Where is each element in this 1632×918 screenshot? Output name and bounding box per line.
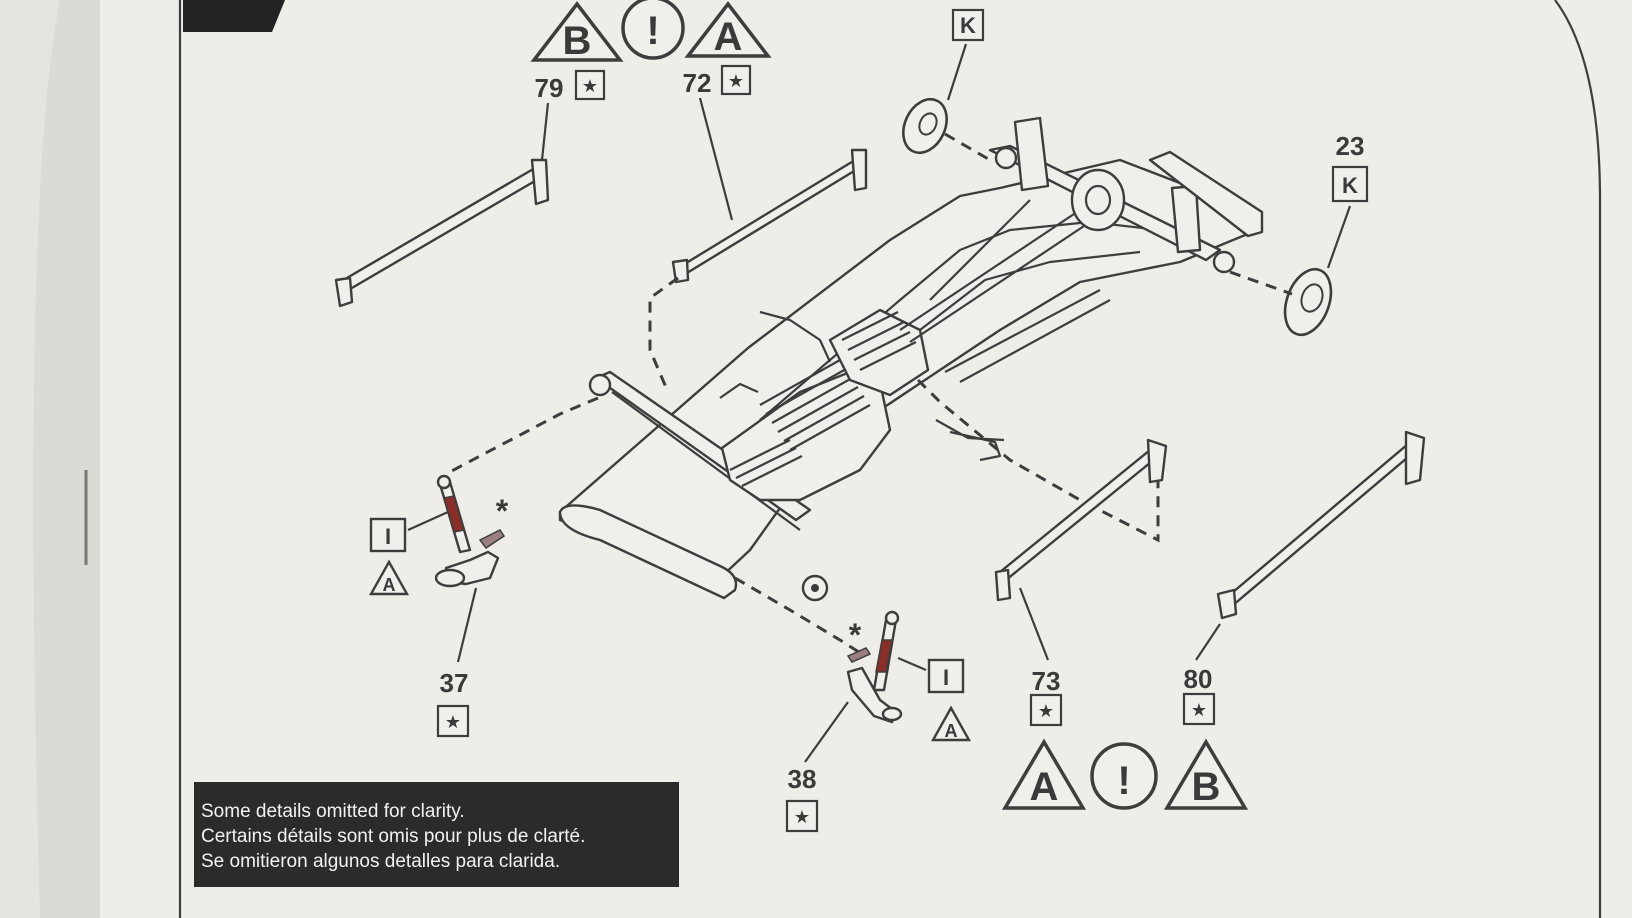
callout-23: 23 xyxy=(1336,131,1365,161)
leader-line xyxy=(1195,623,1221,661)
svg-text:★: ★ xyxy=(1038,701,1054,721)
svg-text:K: K xyxy=(960,13,976,38)
star-box-icon: ★ xyxy=(574,69,606,101)
callout-79: 79 xyxy=(535,73,564,103)
assembly-guide-line xyxy=(944,132,991,162)
asterisk-mark: * xyxy=(496,493,509,529)
svg-text:!: ! xyxy=(1117,759,1130,803)
callout-38: 38 xyxy=(788,764,817,794)
chassis-frame xyxy=(558,116,1264,602)
star-box-icon: ★ xyxy=(436,704,470,738)
triangle-a-icon: A xyxy=(930,705,972,742)
brake-drum-left xyxy=(902,97,948,155)
page-border xyxy=(178,0,1602,918)
box-k-icon: K xyxy=(951,8,985,42)
leader-line xyxy=(946,43,968,101)
box-i-icon: I xyxy=(927,658,965,694)
spindle-38 xyxy=(846,647,903,724)
leader-line xyxy=(1326,205,1352,269)
triangle-a-icon: A xyxy=(1001,738,1087,810)
assembly-guide-line xyxy=(445,396,599,476)
step-tab xyxy=(183,0,285,32)
part-79-rod xyxy=(334,158,550,308)
triangle-b-icon: B xyxy=(530,1,624,63)
note-line-en: Some details omitted for clarity. xyxy=(201,801,465,822)
callout-73: 73 xyxy=(1032,666,1061,696)
leader-line xyxy=(1018,587,1050,661)
leader-line xyxy=(407,510,449,532)
brake-drum-right xyxy=(1283,267,1333,337)
assembly-guide-line xyxy=(734,576,866,658)
svg-text:!: ! xyxy=(646,9,659,53)
triangle-a-icon: A xyxy=(684,1,772,59)
callout-80: 80 xyxy=(1184,664,1213,694)
triangle-a-icon: A xyxy=(368,559,410,596)
svg-text:A: A xyxy=(945,721,958,741)
svg-text:A: A xyxy=(714,15,743,59)
shock-absorber-right xyxy=(872,610,900,692)
leader-line xyxy=(897,656,927,672)
note-box: Some details omitted for clarity. Certai… xyxy=(194,782,679,887)
box-k-icon: K xyxy=(1331,165,1369,203)
assembly-guide-line xyxy=(1229,270,1293,296)
svg-text:I: I xyxy=(943,665,949,690)
star-box-icon: ★ xyxy=(1029,693,1063,727)
svg-text:★: ★ xyxy=(582,76,598,96)
asterisk-mark: * xyxy=(849,617,862,653)
assembly-guide-line xyxy=(916,378,1160,543)
warning-group-bottom: A ! B xyxy=(1001,738,1249,810)
leader-line xyxy=(540,102,550,161)
part-73-rod xyxy=(994,438,1168,602)
callout-72: 72 xyxy=(683,68,712,98)
svg-text:A: A xyxy=(1030,765,1059,809)
part-80-rod xyxy=(1216,430,1426,620)
box-i-icon: I xyxy=(369,517,407,553)
assembly-guide-line xyxy=(648,276,679,393)
star-box-icon: ★ xyxy=(1182,692,1216,726)
leader-line xyxy=(456,587,478,663)
svg-text:I: I xyxy=(385,524,391,549)
star-box-icon: ★ xyxy=(785,799,819,833)
note-line-fr: Certains détails sont omis pour plus de … xyxy=(201,826,585,847)
exclamation-icon: ! xyxy=(621,0,685,60)
leader-line xyxy=(698,97,734,221)
warning-group-top: B ! A xyxy=(530,0,772,63)
star-box-icon: ★ xyxy=(720,64,752,96)
triangle-b-icon: B xyxy=(1163,738,1249,810)
svg-text:B: B xyxy=(563,19,592,63)
svg-text:K: K xyxy=(1342,173,1358,198)
svg-text:B: B xyxy=(1192,765,1221,809)
svg-text:★: ★ xyxy=(1191,700,1207,720)
svg-text:★: ★ xyxy=(794,807,810,827)
svg-text:A: A xyxy=(383,575,396,595)
shock-absorber-left xyxy=(436,474,472,554)
exclamation-icon: ! xyxy=(1090,742,1158,810)
part-72-rod xyxy=(671,148,868,284)
leader-line xyxy=(804,701,849,763)
svg-text:★: ★ xyxy=(445,712,461,732)
svg-text:★: ★ xyxy=(728,71,744,91)
spindle-37 xyxy=(434,529,506,588)
note-line-es: Se omitieron algunos detalles para clari… xyxy=(201,851,560,872)
callout-37: 37 xyxy=(440,668,469,698)
